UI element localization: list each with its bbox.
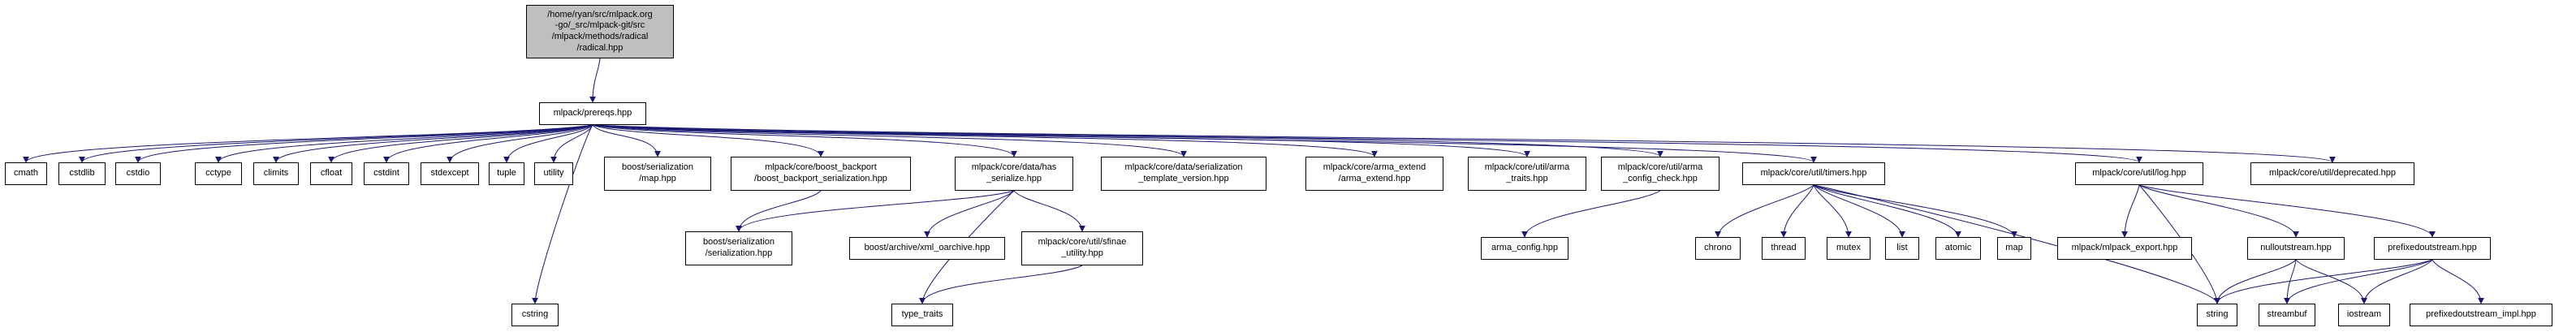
graph-node-chrono[interactable]: chrono [1695, 237, 1741, 260]
edge-sfinae_utility-to-type_traits [919, 265, 1083, 304]
graph-node-arma_config_check[interactable]: mlpack/core/util/arma _config_check.hpp [1601, 157, 1719, 191]
edge-prereqs-to-boost_backport [592, 124, 824, 157]
edge-prereqs-to-cstdio [135, 124, 593, 163]
edge-has_serialize-to-boost_serialization_serialization [736, 190, 1015, 232]
edge-prereqs-to-cstring [532, 124, 593, 304]
edge-log-to-nulloutstream [2138, 184, 2299, 238]
edge-prefixedoutstream-to-iostream [2361, 259, 2433, 304]
graph-node-boost_backport[interactable]: mlpack/core/boost_backport /boost_backpo… [731, 157, 911, 191]
graph-node-mlpack_export[interactable]: mlpack/mlpack_export.hpp [2057, 237, 2192, 260]
edge-prefixedoutstream-to-prefixedoutstream_impl [2431, 259, 2484, 304]
edge-nulloutstream-to-iostream [2295, 259, 2367, 304]
edge-prereqs-to-deprecated [592, 124, 2336, 163]
edge-prefixedoutstream-to-streambuf [2284, 259, 2433, 304]
graph-node-cstring[interactable]: cstring [511, 304, 559, 326]
graph-node-sfinae_utility[interactable]: mlpack/core/util/sfinae _utility.hpp [1021, 231, 1143, 265]
graph-node-string[interactable]: string [2197, 304, 2237, 326]
graph-node-list[interactable]: list [1885, 237, 1919, 260]
edge-prereqs-to-utility [550, 124, 593, 163]
edge-timers-to-mutex [1813, 184, 1852, 238]
edge-prereqs-to-cstdint [383, 124, 593, 163]
graph-node-arma_config[interactable]: arma_config.hpp [1481, 237, 1568, 260]
edge-prereqs-to-cmath [23, 124, 593, 163]
edge-prereqs-to-arma_extend [592, 124, 1378, 157]
edge-prereqs-to-climits [273, 124, 593, 163]
edge-timers-to-thread [1780, 184, 1814, 238]
edge-timers-to-atomic [1813, 184, 1961, 238]
edge-has_serialize-to-xml_oarchive [924, 190, 1015, 238]
graph-node-cmath[interactable]: cmath [5, 162, 47, 185]
graph-node-stdexcept[interactable]: stdexcept [421, 162, 479, 185]
graph-node-prereqs[interactable]: mlpack/prereqs.hpp [539, 102, 646, 125]
edge-prereqs-to-cstdlib [79, 124, 593, 163]
edge-prereqs-to-has_serialize [592, 124, 1017, 157]
graph-node-map[interactable]: map [1997, 237, 2031, 260]
graph-node-iostream[interactable]: iostream [2338, 304, 2390, 326]
graph-node-prefixedoutstream[interactable]: prefixedoutstream.hpp [2374, 237, 2491, 260]
edge-nulloutstream-to-string [2214, 259, 2297, 304]
graph-node-streambuf[interactable]: streambuf [2259, 304, 2315, 326]
graph-node-cstdint[interactable]: cstdint [364, 162, 409, 185]
graph-node-utility[interactable]: utility [534, 162, 573, 185]
edge-timers-to-map [1813, 184, 2017, 238]
edge-timers-to-list [1813, 184, 1905, 238]
graph-node-nulloutstream[interactable]: nulloutstream.hpp [2247, 237, 2345, 260]
edge-has_serialize-to-sfinae_utility [1013, 190, 1085, 232]
edge-prereqs-to-tuple [503, 124, 593, 163]
graph-node-serialization_template_version[interactable]: mlpack/core/data/serialization _template… [1101, 157, 1266, 191]
edge-arma_config_check-to-arma_config [1521, 190, 1661, 238]
edge-radical-to-prereqs [589, 58, 601, 103]
edge-prereqs-to-stdexcept [447, 124, 593, 163]
graph-node-prefixedoutstream_impl[interactable]: prefixedoutstream_impl.hpp [2410, 304, 2552, 326]
graph-node-boost_serialization_serialization[interactable]: boost/serialization /serialization.hpp [685, 231, 792, 265]
graph-node-arma_traits[interactable]: mlpack/core/util/arma _traits.hpp [1468, 157, 1586, 191]
edge-boost_backport-to-boost_serialization_serialization [736, 190, 822, 232]
graph-node-radical: /home/ryan/src/mlpack.org -go/_src/mlpac… [526, 5, 674, 58]
graph-node-timers[interactable]: mlpack/core/util/timers.hpp [1742, 162, 1885, 185]
graph-node-atomic[interactable]: atomic [1935, 237, 1981, 260]
edge-prereqs-to-cctype [215, 124, 593, 163]
graph-node-cstdio[interactable]: cstdio [115, 162, 161, 185]
edge-timers-to-string [1813, 184, 2220, 304]
edge-log-to-mlpack_export [2121, 184, 2140, 238]
edge-log-to-prefixedoutstream [2138, 184, 2436, 238]
graph-node-cctype[interactable]: cctype [195, 162, 242, 185]
edge-timers-to-chrono [1715, 184, 1814, 238]
edge-prereqs-to-cfloat [328, 124, 593, 163]
graph-node-has_serialize[interactable]: mlpack/core/data/has _serialize.hpp [955, 157, 1073, 191]
graph-node-climits[interactable]: climits [253, 162, 299, 185]
graph-node-xml_oarchive[interactable]: boost/archive/xml_oarchive.hpp [849, 237, 1005, 260]
graph-node-type_traits[interactable]: type_traits [891, 304, 953, 326]
edge-prefixedoutstream-to-string [2214, 259, 2433, 304]
graph-node-thread[interactable]: thread [1762, 237, 1806, 260]
graph-node-log[interactable]: mlpack/core/util/log.hpp [2075, 162, 2203, 185]
graph-node-cstdlib[interactable]: cstdlib [58, 162, 106, 185]
graph-node-tuple[interactable]: tuple [489, 162, 524, 185]
graph-node-arma_extend[interactable]: mlpack/core/arma_extend /arma_extend.hpp [1305, 157, 1443, 191]
graph-node-boost_serialization_map[interactable]: boost/serialization /map.hpp [604, 157, 711, 191]
graph-node-cfloat[interactable]: cfloat [310, 162, 352, 185]
edge-prereqs-to-serialization_template_version [592, 124, 1187, 157]
graph-node-deprecated[interactable]: mlpack/core/util/deprecated.hpp [2250, 162, 2414, 185]
graph-node-mutex[interactable]: mutex [1827, 237, 1871, 260]
edge-prereqs-to-boost_serialization_map [592, 124, 661, 157]
edge-prereqs-to-timers [592, 124, 1817, 163]
